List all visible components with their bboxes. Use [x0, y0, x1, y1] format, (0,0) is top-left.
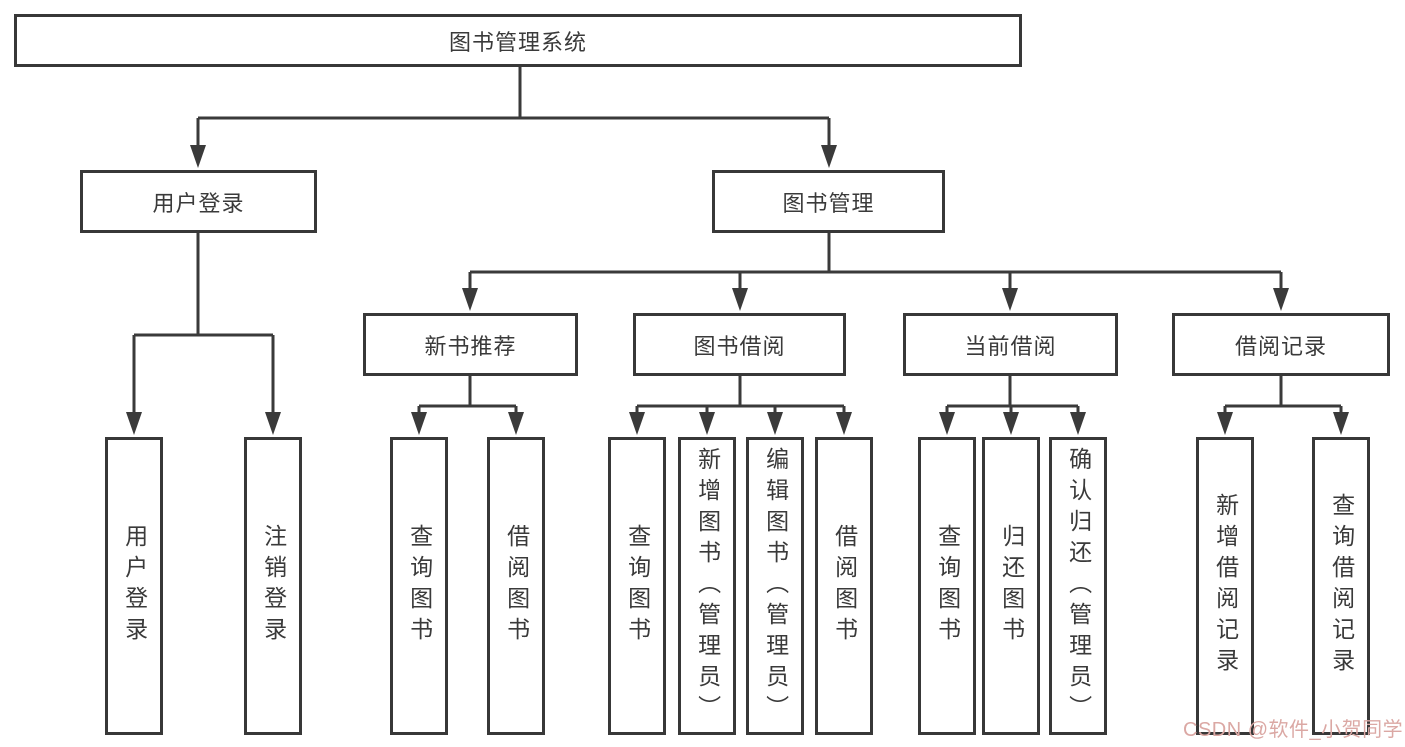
leaf-query-books-1: 查询图书 [390, 437, 448, 735]
arrowhead-icons [126, 145, 1349, 435]
leaf-logout-label: 注销登录 [260, 524, 287, 648]
node-current-borrowing: 当前借阅 [903, 313, 1118, 376]
csdn-watermark: CSDN @软件_小贺同学 [1183, 719, 1404, 741]
arrow-down-icon [1002, 288, 1018, 311]
leaf-borrow-books-1: 借阅图书 [487, 437, 545, 735]
node-library-system: 图书管理系统 [14, 14, 1022, 67]
leaf-confirm-return-admin-label: 确认归还（管理员） [1065, 446, 1092, 726]
node-book-borrowing-label: 图书借阅 [693, 333, 786, 359]
leaf-add-borrow-record: 新增借阅记录 [1196, 437, 1254, 735]
node-user-login: 用户登录 [80, 170, 317, 233]
connector-new-book-split [417, 376, 518, 414]
leaf-add-books-admin: 新增图书（管理员） [678, 437, 736, 735]
arrow-down-icon [767, 412, 783, 435]
arrow-down-icon [821, 145, 837, 168]
leaf-query-borrow-record-label: 查询借阅记录 [1328, 493, 1355, 679]
node-new-book-recommend-label: 新书推荐 [424, 333, 517, 359]
leaf-borrow-books-1-label: 借阅图书 [503, 524, 530, 648]
leaf-query-books-1-label: 查询图书 [406, 524, 433, 648]
node-borrowing-records-label: 借阅记录 [1234, 333, 1327, 359]
node-current-borrowing-label: 当前借阅 [964, 333, 1057, 359]
node-library-system-label: 图书管理系统 [448, 29, 587, 55]
arrow-down-icon [1273, 288, 1289, 311]
leaf-query-books-3-label: 查询图书 [934, 524, 961, 648]
arrow-down-icon [629, 412, 645, 435]
leaf-query-books-2-label: 查询图书 [624, 524, 651, 648]
connector-lines [132, 66, 1343, 414]
arrow-down-icon [126, 412, 142, 435]
arrow-down-icon [411, 412, 427, 435]
leaf-confirm-return-admin: 确认归还（管理员） [1049, 437, 1107, 735]
node-book-management: 图书管理 [712, 170, 945, 233]
node-new-book-recommend: 新书推荐 [363, 313, 578, 376]
arrow-down-icon [1003, 412, 1019, 435]
leaf-query-borrow-record: 查询借阅记录 [1312, 437, 1370, 735]
node-book-management-label: 图书管理 [782, 190, 875, 216]
leaf-borrow-books-2-label: 借阅图书 [831, 524, 858, 648]
leaf-edit-books-admin: 编辑图书（管理员） [746, 437, 804, 735]
arrow-down-icon [836, 412, 852, 435]
node-book-borrowing: 图书借阅 [633, 313, 846, 376]
leaf-user-login-label: 用户登录 [121, 524, 148, 648]
arrow-down-icon [265, 412, 281, 435]
arrow-down-icon [190, 145, 206, 168]
arrow-down-icon [699, 412, 715, 435]
connector-root-split [196, 66, 831, 147]
node-user-login-label: 用户登录 [152, 190, 245, 216]
leaf-add-borrow-record-label: 新增借阅记录 [1212, 493, 1239, 679]
connector-book-borrow-split [635, 376, 846, 414]
arrow-down-icon [732, 288, 748, 311]
arrow-down-icon [462, 288, 478, 311]
connector-user-login-split [132, 233, 275, 414]
leaf-query-books-3: 查询图书 [918, 437, 976, 735]
leaf-logout: 注销登录 [244, 437, 302, 735]
arrow-down-icon [1070, 412, 1086, 435]
leaf-user-login: 用户登录 [105, 437, 163, 735]
leaf-query-books-2: 查询图书 [608, 437, 666, 735]
leaf-return-books: 归还图书 [982, 437, 1040, 735]
leaf-borrow-books-2: 借阅图书 [815, 437, 873, 735]
arrow-down-icon [1217, 412, 1233, 435]
connector-borrow-record-split [1223, 376, 1343, 414]
arrow-down-icon [1333, 412, 1349, 435]
leaf-edit-books-admin-label: 编辑图书（管理员） [762, 446, 789, 726]
connector-book-mgmt-split [468, 233, 1283, 290]
arrow-down-icon [508, 412, 524, 435]
leaf-add-books-admin-label: 新增图书（管理员） [694, 446, 721, 726]
arrow-down-icon [939, 412, 955, 435]
connector-current-borrow-split [945, 376, 1080, 414]
leaf-return-books-label: 归还图书 [998, 524, 1025, 648]
node-borrowing-records: 借阅记录 [1172, 313, 1390, 376]
